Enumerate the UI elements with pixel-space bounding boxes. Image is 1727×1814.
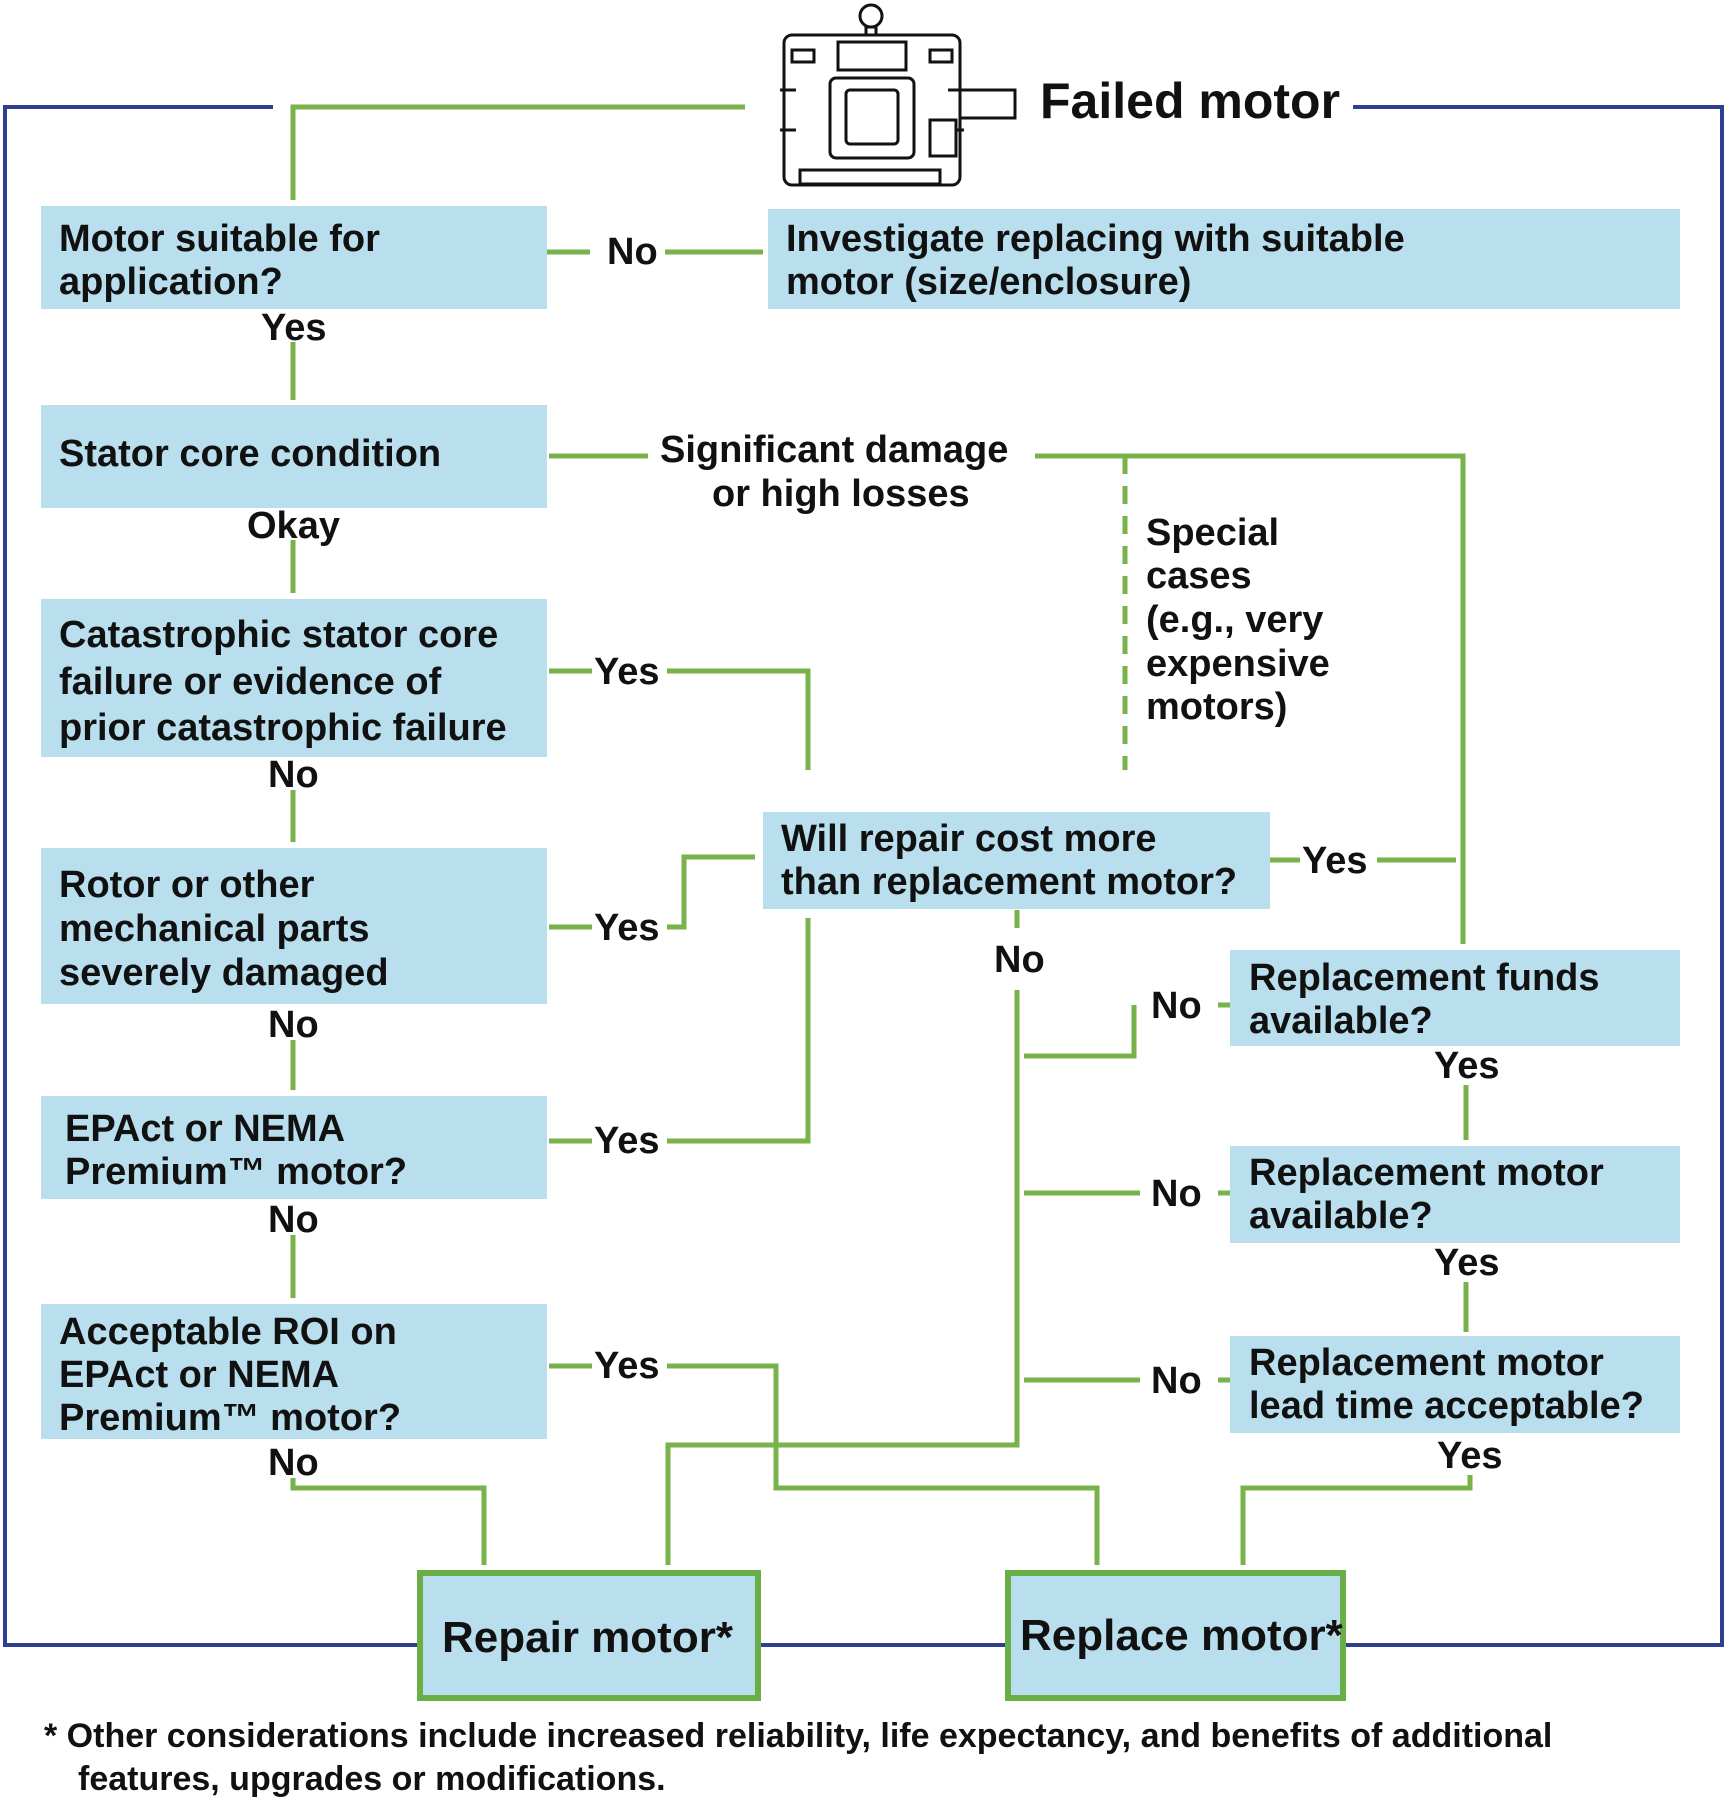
node-roi: Acceptable ROI on EPAct or NEMA Premium™… [41,1304,547,1439]
svg-text:Yes: Yes [1434,1242,1500,1284]
svg-text:Replace motor*: Replace motor* [1020,1611,1344,1660]
node-catastrophic: Catastrophic stator core failure or evid… [41,599,547,757]
svg-text:Special: Special [1146,512,1279,554]
svg-text:Significant damage: Significant damage [660,429,1008,471]
node-motor-suitable: Motor suitable for application? [41,206,547,309]
svg-text:than replacement motor?: than replacement motor? [781,861,1237,903]
svg-text:severely damaged: severely damaged [59,952,389,994]
svg-text:EPAct or NEMA: EPAct or NEMA [59,1354,339,1396]
svg-text:Will repair cost more: Will repair cost more [781,818,1157,860]
svg-text:No: No [1151,1360,1202,1402]
svg-text:available?: available? [1249,1195,1433,1237]
node-lead-time: Replacement motor lead time acceptable? [1230,1336,1680,1433]
svg-text:expensive: expensive [1146,643,1330,685]
edge-labels: No Yes Okay Significant damage or high l… [247,231,1503,1484]
svg-text:Replacement motor: Replacement motor [1249,1342,1604,1384]
svg-text:or high losses: or high losses [712,473,970,515]
svg-text:* Other considerations include: * Other considerations include increased… [44,1717,1552,1755]
svg-text:Okay: Okay [247,505,340,547]
svg-text:No: No [268,1199,319,1241]
node-repair-cost: Will repair cost more than replacement m… [763,812,1270,909]
svg-text:mechanical parts: mechanical parts [59,908,369,950]
node-funds: Replacement funds available? [1230,950,1680,1046]
svg-text:No: No [268,754,319,796]
svg-text:Replacement motor: Replacement motor [1249,1152,1604,1194]
svg-text:EPAct or NEMA: EPAct or NEMA [65,1108,345,1150]
svg-text:prior catastrophic failure: prior catastrophic failure [59,707,507,749]
node-investigate: Investigate replacing with suitable moto… [768,209,1680,309]
connectors [290,104,1473,1566]
svg-text:Motor suitable for: Motor suitable for [59,218,380,260]
svg-text:(e.g., very: (e.g., very [1146,599,1323,641]
node-epact: EPAct or NEMA Premium™ motor? [41,1096,547,1199]
svg-text:Yes: Yes [1302,840,1368,882]
svg-text:failure or evidence of: failure or evidence of [59,661,442,703]
svg-text:Acceptable ROI on: Acceptable ROI on [59,1311,397,1353]
svg-text:Repair motor*: Repair motor* [442,1613,734,1662]
svg-text:Premium™ motor?: Premium™ motor? [65,1151,407,1193]
outer-frame [3,105,1724,1647]
node-stator-core: Stator core condition [41,405,547,508]
svg-text:Yes: Yes [594,651,660,693]
svg-text:Catastrophic stator core: Catastrophic stator core [59,614,498,656]
svg-text:No: No [1151,985,1202,1027]
motor-illustration [780,3,1017,187]
svg-text:No: No [268,1004,319,1046]
svg-text:Yes: Yes [1434,1045,1500,1087]
diagram-title: Failed motor [1040,73,1340,129]
svg-text:features, upgrades or modifica: features, upgrades or modifications. [78,1760,666,1798]
svg-text:Rotor or other: Rotor or other [59,864,315,906]
node-motor-available: Replacement motor available? [1230,1146,1680,1243]
node-rotor: Rotor or other mechanical parts severely… [41,848,547,1004]
svg-text:available?: available? [1249,1000,1433,1042]
svg-text:lead time acceptable?: lead time acceptable? [1249,1385,1644,1427]
svg-text:Yes: Yes [1437,1435,1503,1477]
svg-text:Stator core condition: Stator core condition [59,433,441,475]
svg-text:Premium™ motor?: Premium™ motor? [59,1397,401,1439]
svg-text:Yes: Yes [594,907,660,949]
svg-text:No: No [994,939,1045,981]
svg-text:Yes: Yes [594,1345,660,1387]
svg-text:Replacement funds: Replacement funds [1249,957,1600,999]
footnote: * Other considerations include increased… [44,1717,1552,1798]
svg-text:application?: application? [59,261,283,303]
svg-text:No: No [268,1442,319,1484]
svg-text:No: No [607,231,658,273]
svg-text:motor (size/enclosure): motor (size/enclosure) [786,261,1191,303]
svg-text:cases: cases [1146,555,1252,597]
svg-text:Investigate replacing with sui: Investigate replacing with suitable [786,218,1405,260]
svg-text:Yes: Yes [261,307,327,349]
terminal-repair-motor: Repair motor* [417,1570,761,1701]
svg-text:No: No [1151,1173,1202,1215]
svg-text:motors): motors) [1146,686,1287,728]
terminal-replace-motor: Replace motor* [1005,1570,1346,1701]
svg-text:Yes: Yes [594,1120,660,1162]
